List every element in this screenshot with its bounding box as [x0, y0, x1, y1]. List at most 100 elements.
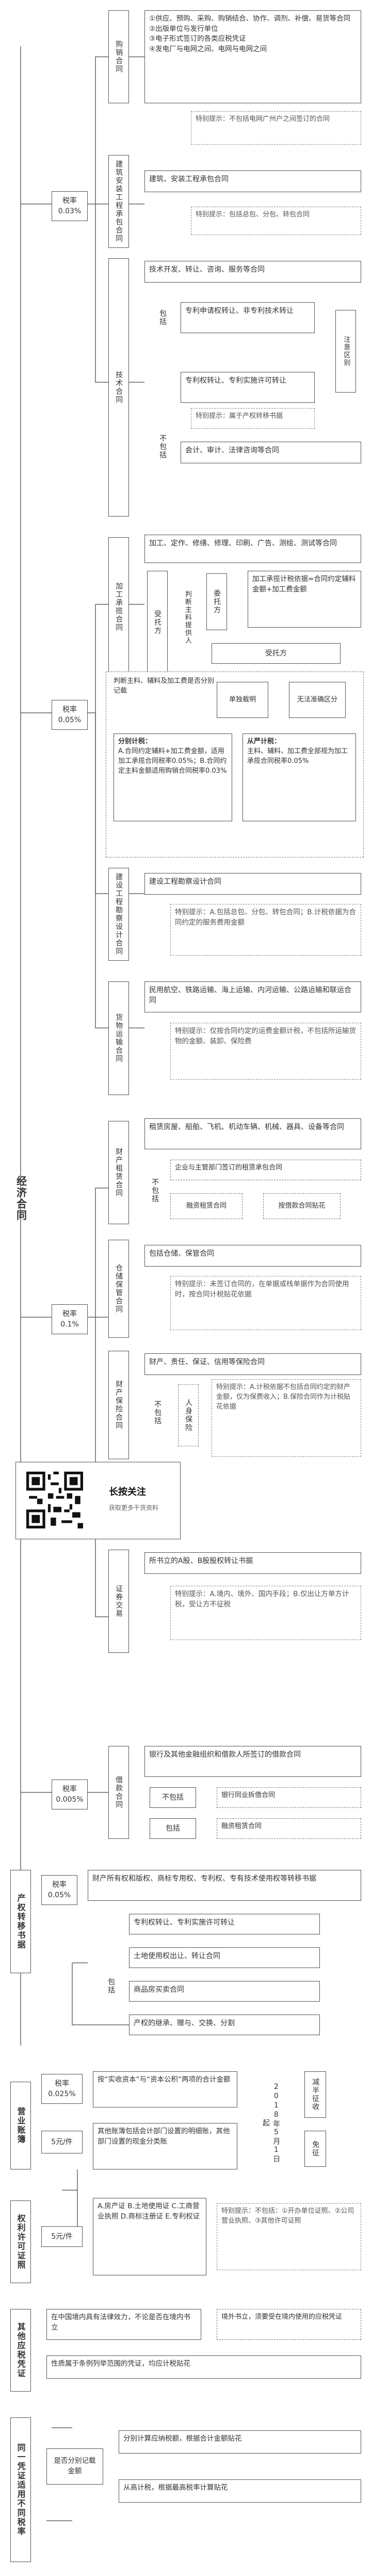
tech-title: 技术合同 [108, 258, 129, 517]
tech-exclude-label: 不包括 [158, 434, 167, 459]
purchase-item-3: ③电子形式签订的各类应税凭证 [149, 35, 246, 43]
diff-no: 从高计税，根据最高税率计算贴花 [119, 2479, 361, 2503]
books-rate1-desc: 按“实收资本”与“资本公积”两项的合计金额 [93, 2071, 237, 2107]
other-item1: 在中国境内具有法律效力，不论是否在境内书立 [46, 2309, 201, 2340]
processing-separate: 单独载明 [217, 682, 268, 718]
storage-note: 特别提示：未签订合同的，在单据或栈单据作为合同使用时，按合同计税贴花依据 [170, 1276, 361, 1330]
promo-card[interactable]: 长按关注 获取更多干货资料 [15, 1462, 181, 1539]
s3-rate-value: 0.1% [60, 1320, 79, 1329]
processing-right-rule-text: 主料、辅料、加工费全部视为加工承揽合同税率0.05% [247, 747, 348, 765]
storage-title: 仓储保管合同 [108, 1240, 129, 1338]
other-item2: 性质属于条例列举范围的凭证，均应计税贴花 [46, 2355, 361, 2379]
processing-title: 加工承揽合同 [108, 537, 129, 677]
license-note: 特别提示：不包括：①开办单位证照、②公司营业执照、③其他许可证照 [217, 2203, 361, 2270]
purchase-item-1: ①供应、预购、采购、购销结合、协作、调剂、补偿、易货等合同 [149, 14, 351, 23]
security-note: 特别提示：A.境内、境外、国内手段；B.仅出让方单方计税，受让方不征税 [170, 1586, 361, 1640]
property-item-2: 土地使用权出让、转让合同 [129, 1947, 320, 1968]
loan-exclude-label: 不包括 [150, 1787, 196, 1808]
property-item-4: 产权的继承、赠与、交换、分割 [129, 2015, 320, 2035]
tech-note-side: 注意区别 [335, 310, 356, 393]
s1-rate: 税率 0.03% [52, 191, 88, 221]
diff-yes: 分别计算应纳税额，根据合计金额贴花 [119, 2430, 361, 2454]
lease-main: 租赁房屋、船舶、飞机、机动车辆、机械、器具、设备等合同 [144, 1118, 361, 1149]
loan-include-label: 包括 [150, 1818, 196, 1839]
processing-consignor: 委托方 [206, 573, 227, 630]
insurance-title: 财产保险合同 [108, 1351, 129, 1459]
property-item-3: 商品房买卖合同 [129, 1981, 320, 2002]
processing-judge-note: 判断主料、辅料及加工费是否分别记载 [114, 677, 215, 695]
s4-rate-value: 0.005% [56, 1796, 84, 1804]
s1-rate-label: 税率 [62, 196, 77, 205]
loan-main: 银行及其他金融组织和借款人所签订的借款合同 [144, 1746, 361, 1777]
cargo-main: 民用航空、铁路运输、海上运输、内河运输、公路运输和联运合同 [144, 981, 361, 1012]
cargo-title: 货物运输合同 [108, 981, 129, 1095]
s2-rate-value: 0.05% [58, 716, 82, 724]
processing-right-rule-title: 从严计税： [247, 738, 281, 745]
license-title: 权利许可证照 [10, 2200, 31, 2283]
purchase-note: 特别提示：不包括电网广州户之间签订的合同 [191, 111, 361, 145]
tech-include-items: 专利申请权转让、非专利技术转让 [181, 302, 315, 333]
tech-main: 技术开发、转让、咨询、服务等合同 [144, 261, 361, 283]
promo-title: 长按关注 [109, 1487, 146, 1497]
processing-party: 受托方 [147, 571, 168, 674]
qr-code-graphic [26, 1472, 83, 1528]
insurance-exclude-label: 不包括 [153, 1400, 162, 1425]
qr-code[interactable] [26, 1472, 83, 1528]
s2-rate-label: 税率 [62, 705, 77, 714]
processing-rule1: 加工承揽计税依据=合同约定辅料金额+加工费金额 [248, 571, 361, 628]
property-rate-label: 税率 [52, 1880, 67, 1889]
books-title: 营业账簿 [10, 2082, 31, 2169]
books-half: 减半征收 [304, 2071, 326, 2118]
diff-question: 是否分别记载金额 [46, 2448, 103, 2485]
lease-title: 财产租赁合同 [108, 1121, 129, 1224]
s4-rate-label: 税率 [62, 1785, 77, 1793]
processing-consignor2: 受托方 [212, 643, 341, 664]
property-item-1: 专利权转让、专利实施许可转让 [129, 1914, 320, 1934]
books-rate2-label: 5元/件 [41, 2131, 83, 2153]
books-rate1-value: 0.025% [48, 2090, 76, 2098]
s4-rate: 税率 0.005% [52, 1779, 88, 1809]
diff-title: 同一凭证适用不同税率 [10, 2417, 31, 2562]
purchase-item-2: ②出版单位与发行单位 [149, 24, 218, 33]
processing-main: 加工、定作、修缮、修理、印刷、广告、测绘、测试等合同 [144, 535, 361, 563]
books-rate1-label: 税率 [55, 2079, 69, 2088]
property-title: 产权转移书据 [10, 1870, 31, 1973]
survey-main: 建设工程勘察设计合同 [144, 873, 361, 895]
processing-left-rule-title: 分别计税： [118, 738, 152, 745]
other-item1-right: 境外书立，须要受在境内使用的应税凭证 [217, 2309, 361, 2340]
security-main: 所书立的A股、B股股权转让书据 [144, 1552, 361, 1574]
processing-not-separate: 无法准确区分 [289, 682, 346, 718]
lease-ex2: 融资租赁合同 [170, 1193, 242, 1219]
books-date: 2018年5月1日起 [262, 2083, 281, 2163]
purchase-items: ①供应、预购、采购、购销结合、协作、调剂、补偿、易货等合同 ②出版单位与发行单位… [144, 10, 361, 103]
s1-rate-value: 0.03% [58, 207, 82, 215]
processing-left-rule-text: A.合同约定辅料+加工费金额，适用加工承揽合同税率0.05%；B.合同约定主料金… [118, 747, 227, 775]
property-main: 财产所有权和版权、商标专用权、专利权、专有技术使用权等转移书据 [88, 1870, 361, 1901]
construction-item: 建筑、安装工程承包合同 [144, 170, 361, 192]
property-rate-value: 0.05% [47, 1891, 71, 1899]
tech-exclude-more: 会计、审计、法律咨询等合同 [181, 442, 361, 463]
connector-lines [20, 46, 144, 2521]
insurance-note: 特别提示：A.计税依据不包括合同约定的财产金额，仅为保费收入；B.保险合同作为计… [212, 1379, 361, 1457]
purchase-title: 购销合同 [108, 10, 129, 103]
property-include-label: 包括 [107, 1978, 116, 1994]
root-title: 经济合同 [14, 1176, 27, 1221]
lease-ex2-right: 按借款合同贴花 [263, 1193, 341, 1219]
processing-left-rule: 分别计税： A.合同约定辅料+加工费金额，适用加工承揽合同税率0.05%；B.合… [114, 733, 232, 821]
purchase-item-4: ④发电厂与电网之间、电网与电网之间 [149, 44, 267, 53]
construction-note: 特别提示：包括总包、分包、转包合同 [191, 207, 361, 235]
books-rate1: 税率 0.025% [41, 2074, 83, 2104]
insurance-life: 人身保险 [178, 1384, 199, 1446]
other-title: 其他应税凭证 [10, 2309, 31, 2392]
tech-note-tip: 特别提示：属于产权转移书据 [191, 408, 315, 429]
storage-main: 包括仓储、保管合同 [144, 1245, 361, 1267]
books-rate2-desc: 其他账簿包括会计部门设置的明细账，其他部门设置的现金分类账 [93, 2123, 237, 2169]
property-rate: 税率 0.05% [41, 1875, 77, 1905]
s2-rate: 税率 0.05% [52, 700, 88, 730]
s3-rate-label: 税率 [62, 1309, 77, 1318]
security-title: 证券交易 [108, 1550, 129, 1653]
loan-in1: 融资租赁合同 [217, 1818, 361, 1839]
construction-title: 建筑安装工程承包合同 [108, 155, 129, 248]
loan-ex1: 银行同业拆借合同 [217, 1787, 361, 1808]
